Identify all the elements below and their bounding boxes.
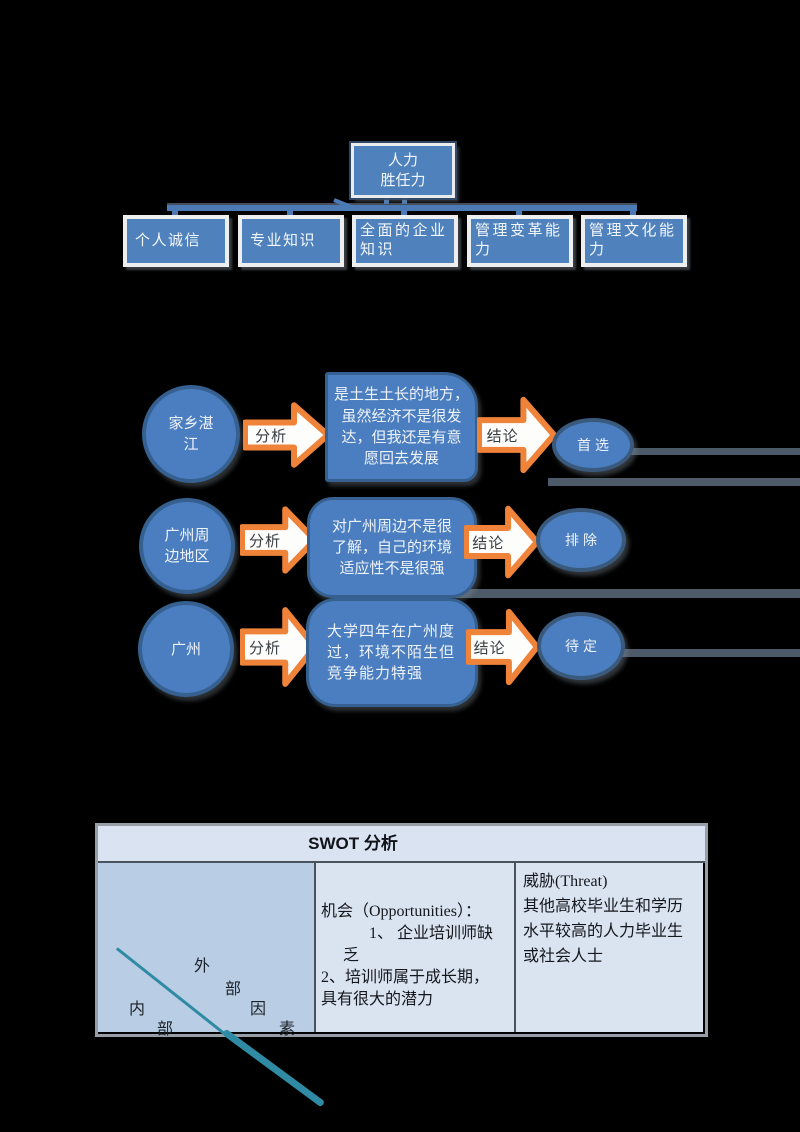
swot-title: SWOT 分析 xyxy=(308,834,398,853)
swot-body-row: 外 部 因 素 内 部 机会（Opportunities）： 1、 企业培训师缺… xyxy=(98,863,705,1038)
org-connector-stub xyxy=(630,210,636,218)
analysis-box: 大学四年在广州度 过，环境不陌生但 竞争能力特强 xyxy=(306,598,478,707)
connector-line xyxy=(600,448,800,455)
org-child-box: 专业知识 xyxy=(238,215,344,267)
org-child-box: 管理文化能 力 xyxy=(581,215,687,267)
analysis-arrow: 分析 xyxy=(240,506,318,574)
external-factor-char: 部 xyxy=(224,981,242,998)
opportunity-item: 乏 xyxy=(343,947,360,964)
flow-source-circle: 广州周 边地区 xyxy=(139,498,235,594)
org-root-stub xyxy=(402,197,407,204)
swot-diagonal-line-thick xyxy=(221,1028,326,1108)
external-factor-char: 素 xyxy=(278,1021,296,1038)
org-child-label: 专业知识 xyxy=(250,231,317,249)
arrow-label: 分析 xyxy=(248,532,281,550)
analysis-box: 是土生土长的地方， 虽然经济不是很发 达，但我还是有意 愿回去发展 xyxy=(325,372,478,482)
external-factor-char: 因 xyxy=(249,1001,267,1018)
connector-line xyxy=(600,649,800,657)
swot-threats-cell: 威胁(Threat) 其他高校毕业生和学历 水平较高的人力毕业生 或社会人士 xyxy=(514,863,703,1032)
org-root-box: 人力 胜任力 xyxy=(351,143,455,198)
conclusion-arrow: 结论 xyxy=(464,505,540,579)
arrow-label: 分析 xyxy=(248,639,281,657)
org-child-label: 个人诚信 xyxy=(135,231,202,249)
org-connector-bar xyxy=(167,203,637,211)
internal-factor-char: 内 xyxy=(128,1001,146,1018)
opportunity-item: 1、 企业培训师缺 xyxy=(369,925,494,942)
external-factor-char: 外 xyxy=(193,958,211,975)
org-root-stub xyxy=(384,197,389,204)
swot-opportunities-cell: 机会（Opportunities）： 1、 企业培训师缺 乏 2、培训师属于成长… xyxy=(314,863,514,1032)
conclusion-arrow: 结论 xyxy=(477,396,557,474)
org-child-box: 全面的企业 知识 xyxy=(352,215,458,267)
org-connector-stub xyxy=(172,210,178,218)
conclusion-ellipse: 待定 xyxy=(537,612,625,680)
arrow-label: 分析 xyxy=(255,427,288,445)
swot-header-row: SWOT 分析 xyxy=(98,826,705,863)
analysis-box: 对广州周边不是很 了解，自己的环境 适应性不是很强 xyxy=(307,497,477,598)
connector-line xyxy=(548,478,800,486)
conclusion-ellipse: 排除 xyxy=(536,508,626,572)
opportunities-heading: 机会（Opportunities）： xyxy=(321,903,481,920)
arrow-label: 结论 xyxy=(472,534,505,552)
org-connector-stub xyxy=(516,210,522,218)
org-connector-stub xyxy=(401,210,407,218)
flow-source-circle: 广州 xyxy=(138,601,234,697)
conclusion-arrow: 结论 xyxy=(466,608,540,686)
org-child-box: 个人诚信 xyxy=(123,215,229,267)
connector-line xyxy=(455,589,800,598)
org-connector-stub xyxy=(287,210,293,218)
flow-source-circle: 家乡湛 江 xyxy=(142,385,240,483)
analysis-arrow: 分析 xyxy=(240,606,318,688)
arrow-label: 结论 xyxy=(486,427,519,445)
org-child-box: 管理变革能 力 xyxy=(467,215,573,267)
swot-axis-cell: 外 部 因 素 内 部 xyxy=(98,863,314,1038)
analysis-arrow: 分析 xyxy=(243,402,331,468)
conclusion-ellipse: 首选 xyxy=(552,418,634,472)
swot-table: SWOT 分析 外 部 因 素 内 部 机会（Opportunities）： 1… xyxy=(95,823,708,1038)
internal-factor-char: 部 xyxy=(156,1021,174,1038)
arrow-label: 结论 xyxy=(473,639,506,657)
opportunity-item: 具有很大的潜力 xyxy=(321,991,434,1008)
opportunity-item: 2、培训师属于成长期， xyxy=(321,969,490,986)
